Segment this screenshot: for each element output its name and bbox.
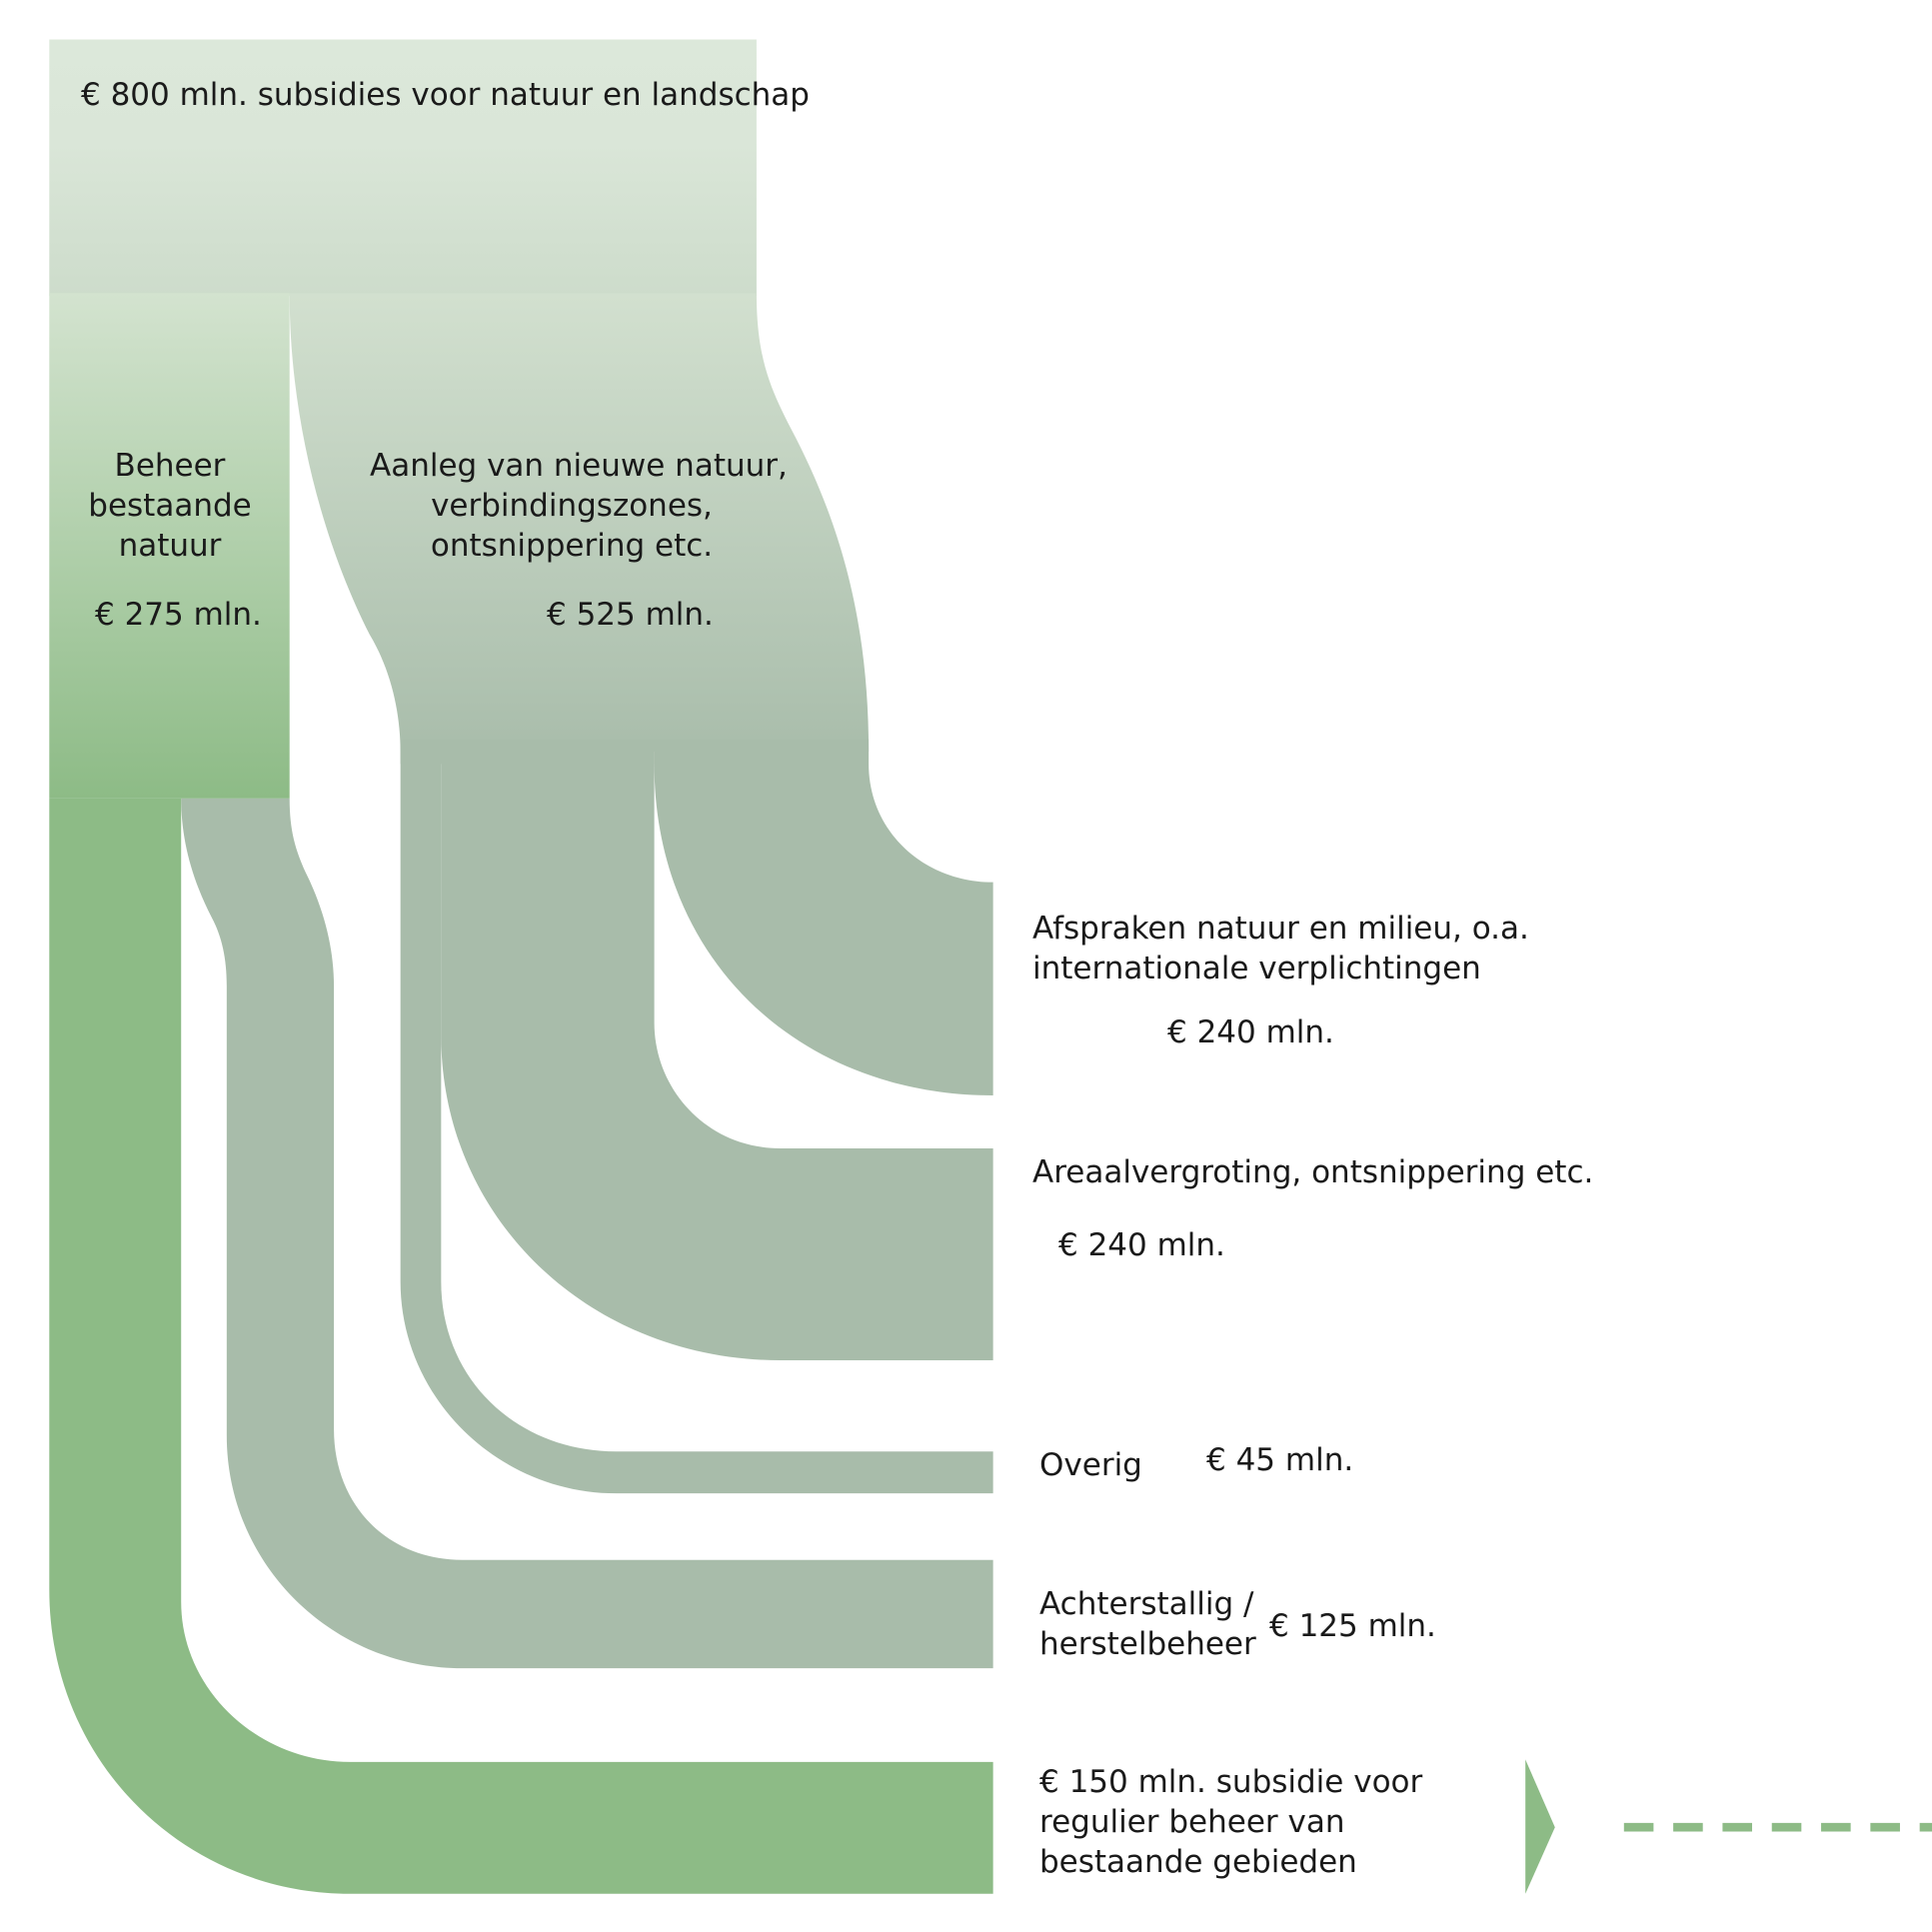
beheer-amount-text: € 275 mln. (95, 597, 262, 633)
output-afspraken-amount: € 240 mln. (1167, 1012, 1334, 1052)
output-amount-text: € 240 mln. (1058, 1227, 1225, 1263)
flow-afspraken (654, 739, 993, 1095)
output-line: internationale verplichtingen (1032, 951, 1481, 986)
output-line: Overig (1039, 1447, 1142, 1483)
total-band (49, 39, 757, 296)
beheer-label: Beheer bestaande natuur (50, 446, 290, 566)
output-line: Achterstallig / (1039, 1586, 1254, 1622)
flow-overig (400, 739, 993, 1494)
output-overig-label: Overig (1039, 1445, 1142, 1485)
output-areaal-label: Areaalvergroting, ontsnippering etc. (1032, 1152, 1593, 1192)
output-achterstallig-amount: € 125 mln. (1269, 1606, 1436, 1646)
output-overig-amount: € 45 mln. (1206, 1440, 1353, 1480)
aanleg-label: Aanleg van nieuwe natuur, verbindingszon… (370, 446, 788, 566)
total-label-text: € 800 mln. subsidies voor natuur en land… (81, 77, 810, 113)
output-line: € 150 mln. subsidie voor (1039, 1764, 1423, 1800)
output-achterstallig-label: Achterstallig / herstelbeheer (1039, 1584, 1256, 1664)
output-line: regulier beheer van (1039, 1804, 1345, 1840)
output-amount-text: € 240 mln. (1167, 1014, 1334, 1050)
beheer-amount: € 275 mln. (95, 595, 262, 635)
output-amount-text: € 45 mln. (1206, 1442, 1354, 1478)
beheer-line: Beheer (114, 448, 226, 484)
flow-areaal (441, 739, 993, 1360)
output-line: Areaalvergroting, ontsnippering etc. (1032, 1154, 1594, 1190)
output-line: bestaande gebieden (1039, 1844, 1357, 1880)
aanleg-line: Aanleg van nieuwe natuur, (370, 448, 788, 484)
beheer-line: bestaande (88, 488, 252, 524)
output-line: Afspraken natuur en milieu, o.a. (1032, 911, 1529, 947)
total-label: € 800 mln. subsidies voor natuur en land… (81, 75, 810, 115)
output-areaal-amount: € 240 mln. (1058, 1225, 1225, 1265)
aanleg-line: ontsnippering etc. (430, 528, 714, 564)
beheer-line: natuur (118, 528, 222, 564)
aanleg-band (289, 293, 870, 765)
output-amount-text: € 125 mln. (1269, 1608, 1436, 1644)
output-afspraken-label: Afspraken natuur en milieu, o.a. interna… (1032, 909, 1529, 988)
beheer-band (49, 293, 290, 799)
flow-achterstallig (181, 798, 993, 1669)
triangle-right-icon (1525, 1759, 1555, 1894)
output-regulier-label: € 150 mln. subsidie voor regulier beheer… (1039, 1762, 1422, 1882)
aanleg-line: verbindingszones, (431, 488, 713, 524)
output-line: herstelbeheer (1039, 1626, 1256, 1662)
aanleg-amount: € 525 mln. (547, 595, 714, 635)
aanleg-amount-text: € 525 mln. (547, 597, 714, 633)
flow-regulier (49, 798, 993, 1894)
